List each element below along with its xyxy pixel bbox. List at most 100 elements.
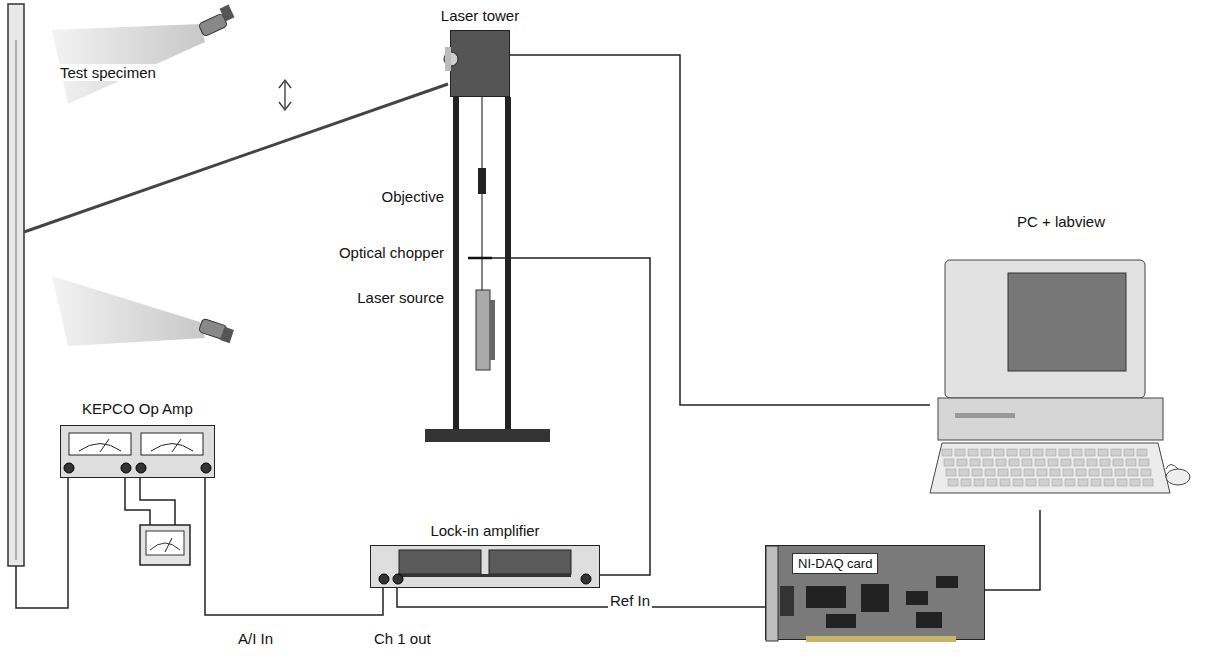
computer-detail xyxy=(1128,469,1138,476)
specimen-plate xyxy=(8,4,24,566)
lock-in-box-detail xyxy=(399,550,481,574)
computer-detail xyxy=(1139,459,1149,466)
optical-chopper xyxy=(468,257,492,260)
lock-in-box-detail xyxy=(371,546,599,587)
daq-card-detail xyxy=(766,546,778,641)
daq-card-detail xyxy=(826,614,856,628)
computer-detail xyxy=(1100,459,1110,466)
computer-detail xyxy=(974,479,984,486)
computer-detail xyxy=(1166,465,1178,470)
computer-detail xyxy=(942,449,952,456)
computer-detail xyxy=(1104,479,1114,486)
lock-in-box-detail xyxy=(399,574,571,577)
objective-lens xyxy=(478,97,486,290)
computer-detail xyxy=(948,479,958,486)
computer-detail xyxy=(1074,459,1084,466)
tower-frame xyxy=(505,97,511,430)
computer-detail xyxy=(983,459,993,466)
computer-detail xyxy=(1115,469,1125,476)
daq-card-detail xyxy=(806,636,956,642)
equipment-heading: Lock-in amplifier xyxy=(430,522,539,539)
meter-box xyxy=(165,538,172,552)
computer-detail xyxy=(1048,459,1058,466)
computer-detail xyxy=(1130,479,1140,486)
op-amp-box-detail xyxy=(79,444,121,452)
laser-tower-detail xyxy=(451,31,509,96)
part-label: Test specimen xyxy=(58,64,158,81)
op-amp-box-detail xyxy=(69,433,131,455)
tower-frame xyxy=(425,97,550,442)
op-amp-box-detail xyxy=(141,433,203,455)
op-amp-box: KEPCO Op Amp xyxy=(60,425,215,478)
lamp-upper xyxy=(52,24,205,104)
computer-detail xyxy=(1013,479,1023,486)
computer-detail xyxy=(1089,469,1099,476)
computer-detail xyxy=(981,449,991,456)
daq-card-detail xyxy=(861,584,889,612)
meter-box xyxy=(150,543,180,550)
meter-box xyxy=(146,531,184,555)
op-amp-box-detail xyxy=(136,463,146,473)
signal-wire xyxy=(125,478,150,525)
computer-detail xyxy=(994,449,1004,456)
computer-detail xyxy=(1087,459,1097,466)
op-amp-box-detail xyxy=(172,439,181,452)
computer-detail xyxy=(1072,449,1082,456)
computer-detail xyxy=(998,469,1008,476)
op-amp-box-detail xyxy=(61,426,214,477)
computer-detail xyxy=(1007,449,1017,456)
computer-detail xyxy=(1091,479,1101,486)
computer-detail xyxy=(1022,459,1032,466)
signal-wire xyxy=(16,478,68,608)
computer-detail xyxy=(987,479,997,486)
computer-detail xyxy=(985,469,995,476)
equipment-heading: KEPCO Op Amp xyxy=(82,400,193,417)
computer-detail xyxy=(961,479,971,486)
computer-detail xyxy=(1141,469,1151,476)
computer-detail xyxy=(1037,469,1047,476)
computer-detail xyxy=(970,459,980,466)
optical-chopper xyxy=(468,258,492,259)
laser-tower: Laser tower xyxy=(450,30,510,97)
computer-detail xyxy=(1033,449,1043,456)
specimen-plate xyxy=(16,40,17,560)
computer-detail xyxy=(930,443,1170,493)
laser-source xyxy=(476,290,490,370)
lamp-upper xyxy=(52,5,234,104)
part-label: Laser source xyxy=(355,289,446,306)
equipment-heading: PC + labview xyxy=(1017,213,1105,230)
computer-detail xyxy=(946,469,956,476)
computer-detail xyxy=(1024,469,1034,476)
computer-detail xyxy=(1111,449,1121,456)
laser-beam xyxy=(24,84,448,232)
lock-in-box-detail xyxy=(489,550,571,574)
daq-card-detail xyxy=(916,612,942,628)
computer-detail xyxy=(1102,469,1112,476)
lock-in-box-detail xyxy=(393,574,403,584)
signal-cable xyxy=(510,55,930,405)
computer: PC + labview xyxy=(930,255,1192,510)
computer-detail xyxy=(1076,469,1086,476)
lamp-lower xyxy=(52,276,234,346)
lamp-upper xyxy=(220,5,235,22)
part-label: Optical chopper xyxy=(337,244,446,261)
computer-detail xyxy=(955,413,1015,418)
card-label: NI-DAQ card xyxy=(792,553,878,574)
laser-beam xyxy=(24,84,448,232)
op-amp-box-detail xyxy=(64,463,74,473)
computer-detail xyxy=(1050,469,1060,476)
signal-wire xyxy=(140,478,175,525)
tower-frame xyxy=(425,429,550,442)
computer-detail xyxy=(1039,479,1049,486)
computer-detail xyxy=(1113,459,1123,466)
equipment-heading: Laser tower xyxy=(441,7,519,24)
op-amp-box-detail xyxy=(151,444,193,452)
computer-detail xyxy=(1085,449,1095,456)
scan-arrow xyxy=(279,80,291,110)
computer-detail xyxy=(1143,479,1153,486)
computer-detail xyxy=(1166,469,1190,485)
part-label: Objective xyxy=(379,188,446,205)
lock-in-box-detail xyxy=(379,574,389,584)
computer-detail xyxy=(945,260,1145,398)
computer-detail xyxy=(1000,479,1010,486)
